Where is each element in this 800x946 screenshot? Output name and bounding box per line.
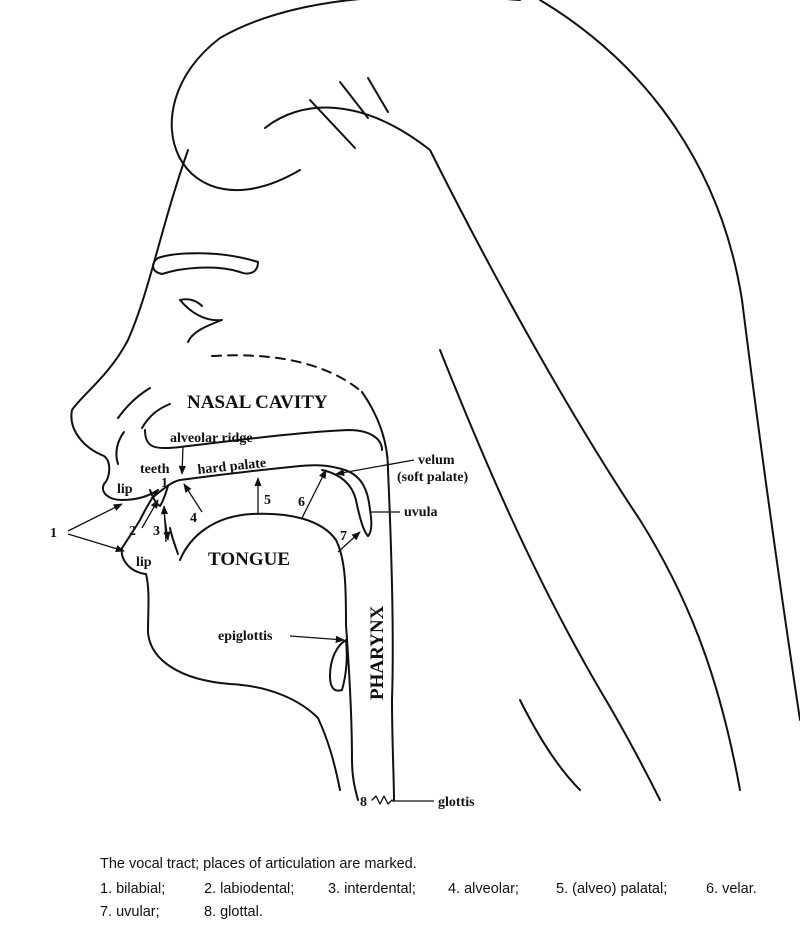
arrow-alveolar-ridge: [178, 445, 186, 475]
eye: [179, 298, 223, 343]
caption-item-7: 7. uvular;: [100, 904, 160, 920]
label-tongue: TONGUE: [208, 549, 290, 570]
label-nasal-cavity: NASAL CAVITY: [187, 392, 328, 413]
caption-title: The vocal tract; places of articulation …: [100, 856, 417, 872]
caption-item-6: 6. velar.: [706, 881, 757, 897]
label-alveolar-ridge: alveolar ridge: [170, 431, 253, 446]
caption-item-1: 1. bilabial;: [100, 881, 165, 897]
nose-bridge-inner: [115, 431, 125, 465]
caption-item-8: 8. glottal.: [204, 904, 263, 920]
arrow-epiglottis: [289, 635, 345, 644]
label-velum: velum: [418, 453, 455, 468]
arrow-2: [141, 499, 159, 529]
upper-teeth: [149, 485, 169, 507]
caption-item-4: 4. alveolar;: [448, 881, 519, 897]
hair-back: [539, 0, 800, 721]
label-hard-palate: hard palate: [197, 456, 267, 478]
marker-8: 8: [360, 795, 367, 810]
marker-4: 4: [190, 511, 197, 526]
eyebrow: [152, 252, 259, 275]
label-pharynx: PHARYNX: [367, 605, 388, 700]
marker-1-teeth: 1: [161, 476, 168, 491]
arrow-7: [337, 531, 361, 553]
arrow-1-upper-lip: [67, 503, 123, 532]
label-epiglottis: epiglottis: [218, 629, 273, 644]
arrow-velum: [335, 459, 415, 477]
epiglottis: [329, 639, 348, 692]
marker-5: 5: [264, 493, 271, 508]
nasal-cavity-top-dashed: [211, 354, 363, 393]
label-teeth: teeth: [140, 462, 170, 477]
label-lip-upper: lip: [117, 482, 133, 497]
hair-strand-2: [339, 81, 369, 119]
arrow-3-down: [163, 511, 171, 541]
marker-6: 6: [298, 495, 305, 510]
hair-strand-3: [367, 77, 389, 113]
arrow-6: [301, 469, 327, 519]
hair-inner-line: [264, 106, 741, 791]
hair-outline: [170, 0, 521, 192]
marker-7: 7: [340, 529, 347, 544]
arrow-4: [183, 483, 203, 513]
caption-item-3: 3. interdental;: [328, 881, 416, 897]
marker-3: 3: [153, 524, 160, 539]
pharynx-back-wall: [361, 391, 395, 801]
lower-teeth: [169, 527, 179, 555]
glottis-zigzag: [371, 795, 393, 805]
hair-side-line: [439, 349, 661, 801]
velum-lower: [321, 469, 369, 537]
label-glottis: glottis: [438, 795, 475, 810]
marker-1: 1: [50, 526, 57, 541]
label-soft-palate: (soft palate): [397, 470, 468, 485]
nasal-cavity-floor: [144, 429, 383, 451]
label-uvula: uvula: [404, 505, 437, 520]
palate-line: [151, 464, 373, 537]
pharynx-front-wall: [345, 624, 359, 801]
tongue-outline: [179, 512, 347, 626]
marker-2: 2: [129, 524, 136, 539]
arrow-1-lower-lip: [67, 533, 125, 553]
hair-lower-curve: [519, 699, 581, 791]
label-lip-lower: lip: [136, 555, 152, 570]
caption-item-2: 2. labiodental;: [204, 881, 294, 897]
nostril-line-1: [117, 387, 151, 419]
nostril-line-2: [141, 403, 171, 429]
hair-strand-1: [309, 99, 356, 149]
caption-item-5: 5. (alveo) palatal;: [556, 881, 667, 897]
